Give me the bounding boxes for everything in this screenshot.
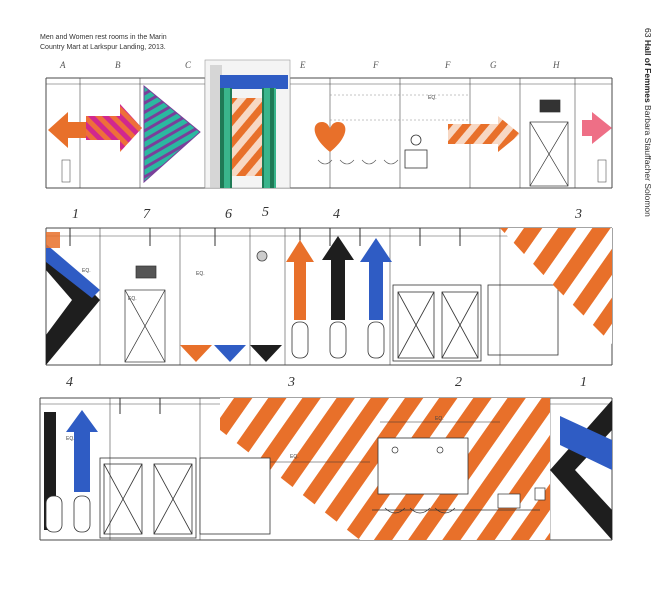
mirror-panel	[377, 437, 469, 495]
page-number: 63	[643, 28, 653, 38]
black-chevron-icon	[46, 244, 100, 365]
row3-eq-label-mid: EQ.	[290, 454, 299, 460]
orange-triangle-icon	[180, 345, 212, 362]
row2-number-3: 3	[574, 207, 582, 222]
orange-arrow-left-icon	[48, 112, 90, 148]
running-head: 63 Hall of Femmes Barbara Stauffacher So…	[643, 28, 653, 217]
elevation-row-2: 1 7 6 5 4 3 EQ. EQ. EQ.	[45, 205, 613, 366]
elevation-row-1: A B C D E F F G H	[45, 59, 613, 189]
caption-line-1: Men and Women rest rooms in the Marin	[40, 34, 167, 41]
orange-arrow-up-icon	[286, 240, 314, 320]
figure-caption: Men and Women rest rooms in the Marin Co…	[40, 33, 167, 53]
magenta-arrow-right-icon	[86, 104, 142, 152]
row3-number-1: 1	[580, 375, 587, 390]
row3-number-3: 3	[287, 375, 295, 390]
author-name: Barbara Stauffacher Solomon	[643, 105, 653, 217]
blue-chevron-icon-row3	[560, 416, 612, 470]
row1-eq-label: EQ.	[428, 95, 437, 101]
pink-arrow-left-icon	[582, 112, 612, 144]
row3-number-2: 2	[455, 375, 462, 390]
blue-chevron-icon	[46, 244, 100, 298]
caption-line-2: Country Mart at Larkspur Landing, 2013.	[40, 44, 166, 51]
section-title: Hall of Femmes	[643, 39, 653, 103]
row1-letter-b: B	[115, 60, 121, 70]
row1-letter-f1: F	[372, 60, 379, 70]
row2-number-7: 7	[143, 207, 151, 222]
row1-letter-g: G	[490, 60, 497, 70]
row3-eq-label-left: EQ.	[66, 436, 75, 442]
row2-number-6: 6	[225, 207, 232, 222]
row1-letter-a: A	[59, 60, 66, 70]
blue-arrow-up-icon-row3	[66, 410, 98, 492]
orange-arrow-right-icon	[448, 116, 520, 152]
fixture-circle-icon	[256, 250, 268, 262]
black-triangle-icon	[250, 345, 282, 362]
row3-number-4: 4	[66, 375, 73, 390]
row1-letter-c: C	[185, 60, 192, 70]
row2-eq-label-door: EQ.	[128, 296, 137, 302]
row1-letter-f2: F	[444, 60, 451, 70]
row2-number-4: 4	[333, 207, 340, 222]
blue-arrow-up-icon	[360, 238, 392, 320]
row1-letter-e: E	[299, 60, 306, 70]
row2-eq-label-left: EQ.	[82, 268, 91, 274]
row2-number-1: 1	[72, 207, 79, 222]
row3-eq-label-right: EQ.	[435, 416, 444, 422]
row1-letter-h: H	[552, 60, 560, 70]
heart-icon	[314, 122, 346, 152]
black-chevron-icon-row3	[550, 400, 612, 540]
black-arrow-up-icon	[322, 236, 354, 320]
striped-chevron-icon	[143, 84, 201, 184]
orange-stripe-panel-row2	[500, 228, 612, 344]
row2-number-5: 5	[262, 205, 269, 220]
blue-triangle-icon	[214, 345, 246, 362]
row2-eq-label-mid: EQ.	[196, 271, 205, 277]
elevation-row-3: 4 3 2 1 EQ. EQ. EQ.	[39, 375, 613, 541]
